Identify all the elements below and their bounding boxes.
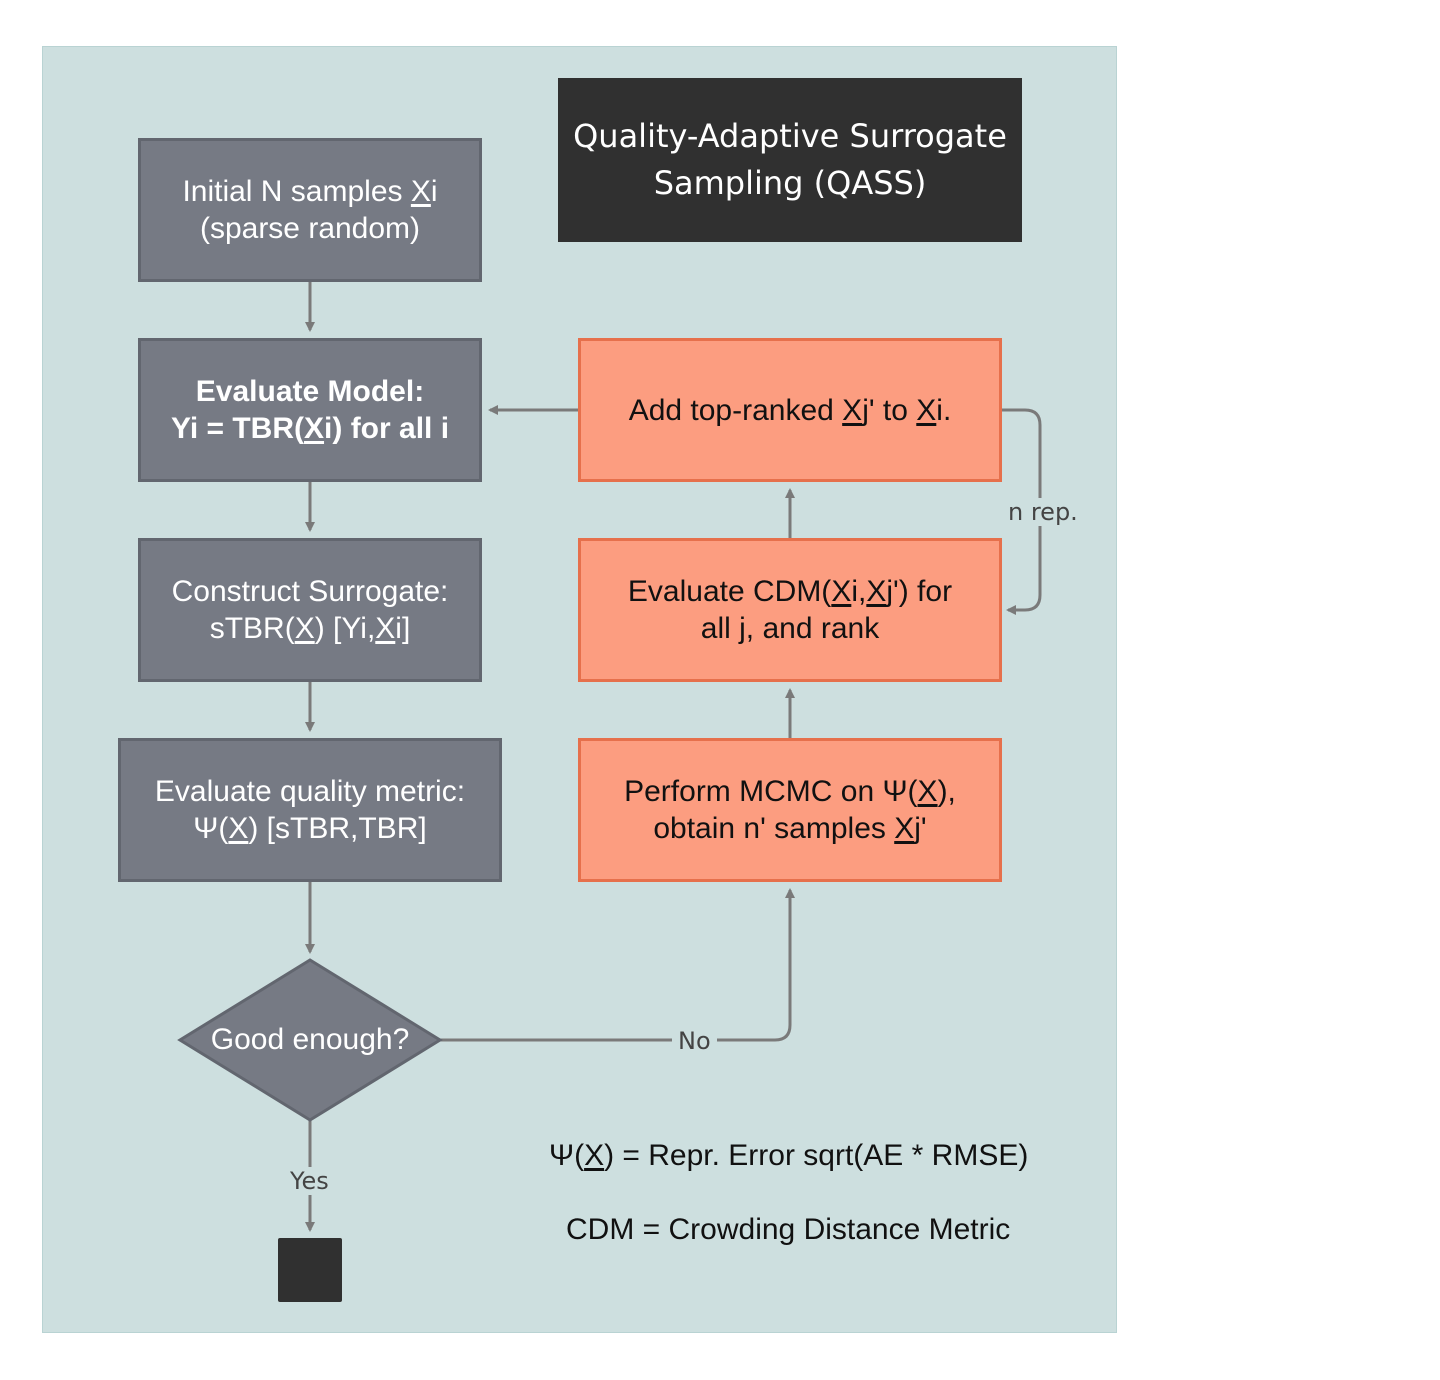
text-fragment: Ψ( <box>193 812 229 845</box>
node-perform-mcmc: Perform MCMC on Ψ(X), obtain n' samples … <box>578 738 1002 882</box>
text-fragment: Perform MCMC on Ψ( <box>624 775 918 808</box>
text-fragment: j' to <box>862 393 917 427</box>
title-line-1: Quality-Adaptive Surrogate <box>573 117 1007 155</box>
legend-cdm: CDM = Crowding Distance Metric <box>566 1213 1011 1246</box>
vector-x: X <box>917 775 938 808</box>
title-line-2: Sampling (QASS) <box>653 164 927 202</box>
node-cdm-line-1: Evaluate CDM(Xi,Xj') for <box>628 573 952 610</box>
text-fragment: Evaluate CDM( <box>627 575 832 608</box>
vector-x: X <box>375 612 396 645</box>
node-add-line-1: Add top-ranked Xj' to Xi. <box>629 392 952 429</box>
node-mcmc-line-2: obtain n' samples Xj' <box>653 810 926 847</box>
vector-x: X <box>294 612 315 645</box>
text-fragment: Ψ( <box>549 1139 585 1172</box>
edge-label-yes: Yes <box>284 1167 335 1195</box>
arrow-decision-no-to-mcmc <box>440 888 795 1042</box>
text-fragment: i. <box>936 393 952 427</box>
text-fragment: i <box>430 175 438 208</box>
vector-x: X <box>228 812 249 845</box>
node-cdm-line-2: all j, and rank <box>700 612 880 645</box>
vector-x: X <box>894 812 915 845</box>
node-evaluate-line-2: Yi = TBR(Xi) for all i <box>171 410 449 447</box>
text-fragment: j') for <box>886 575 953 608</box>
decision-label: Good enough? <box>210 1023 410 1056</box>
text-fragment: Yi = TBR( <box>170 412 305 445</box>
node-quality-metric: Evaluate quality metric: Ψ(X) [sTBR,TBR] <box>118 738 502 882</box>
text-fragment: ), <box>937 775 956 808</box>
text-fragment: Initial N samples <box>182 175 411 208</box>
text-fragment: ) = Repr. Error sqrt(AE * RMSE) <box>604 1139 1029 1172</box>
vector-x: X <box>831 575 852 608</box>
edge-label-repeat: n rep. <box>1002 498 1084 526</box>
text-fragment: sTBR( <box>209 612 295 645</box>
node-mcmc-line-1: Perform MCMC on Ψ(X), <box>624 773 956 810</box>
node-quality-line-2: Ψ(X) [sTBR,TBR] <box>193 810 426 847</box>
node-evaluate-line-1: Evaluate Model: <box>195 375 425 408</box>
edge-label-no: No <box>672 1027 717 1055</box>
node-evaluate-cdm: Evaluate CDM(Xi,Xj') for all j, and rank <box>578 538 1002 682</box>
text-fragment: i) for all i <box>324 412 450 445</box>
vector-x: X <box>304 412 325 445</box>
node-add-top-ranked: Add top-ranked Xj' to Xi. <box>578 338 1002 482</box>
node-evaluate-model: Evaluate Model: Yi = TBR(Xi) for all i <box>138 338 482 482</box>
node-construct-surrogate: Construct Surrogate: sTBR(X) [Yi,Xi] <box>138 538 482 682</box>
node-surrogate-line-1: Construct Surrogate: <box>171 575 449 608</box>
node-surrogate-line-2: sTBR(X) [Yi,Xi] <box>210 610 411 647</box>
text-fragment: ) [sTBR,TBR] <box>248 812 427 845</box>
text-fragment: obtain n' samples <box>653 812 895 845</box>
node-initial-line-2: (sparse random) <box>199 212 421 245</box>
vector-x: X <box>410 175 431 208</box>
diagram-title: Quality-Adaptive Surrogate Sampling (QAS… <box>558 78 1022 242</box>
text-fragment: i, <box>851 575 867 608</box>
vector-x: X <box>916 393 937 427</box>
text-fragment: ) [Yi, <box>314 612 376 645</box>
text-fragment: Add top-ranked <box>628 393 843 427</box>
node-initial-line-1: Initial N samples Xi <box>182 173 437 210</box>
vector-x: X <box>584 1139 605 1172</box>
vector-x: X <box>842 393 863 427</box>
text-fragment: i] <box>395 612 411 645</box>
node-initial-samples: Initial N samples Xi (sparse random) <box>138 138 482 282</box>
end-terminal <box>278 1238 342 1302</box>
decision-diamond <box>177 958 443 1122</box>
legend-psi: Ψ(X) = Repr. Error sqrt(AE * RMSE) <box>549 1139 1028 1173</box>
node-quality-line-1: Evaluate quality metric: <box>154 775 466 808</box>
vector-x: X <box>866 575 887 608</box>
text-fragment: j' <box>914 812 927 845</box>
